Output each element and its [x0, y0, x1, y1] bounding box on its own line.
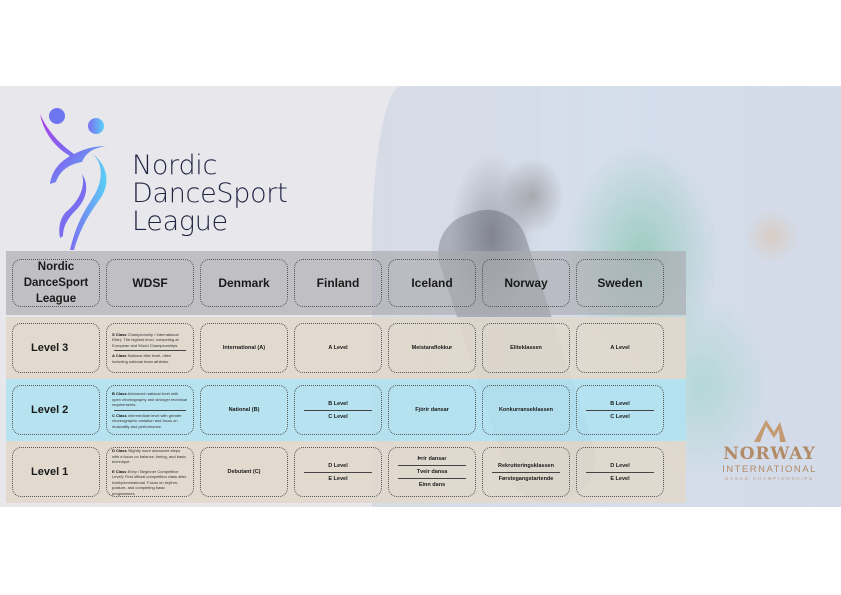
sweden-value: A Level [576, 323, 664, 373]
nordic-dancesport-league-logo: Nordic DanceSport League [30, 104, 330, 254]
divider [114, 409, 186, 411]
norway-value: Konkurranseklassen [482, 385, 570, 435]
level-label: Level 3 [12, 323, 100, 373]
finland-value: B Level C Level [294, 385, 382, 435]
iceland-value: Fjórir dansar [388, 385, 476, 435]
wdsf-description: D Class Slightly more advanced steps wit… [106, 447, 194, 497]
divider [304, 409, 372, 411]
wdsf-description: S Class Championship / International Eli… [106, 323, 194, 373]
wdsf-description: B Class Advanced national level with ope… [106, 385, 194, 435]
logo-line-1: Nordic [132, 150, 218, 181]
divider [492, 471, 560, 473]
sponsor-line-2: INTERNATIONAL [722, 464, 817, 475]
mountain-icon [753, 420, 786, 442]
logo-line-3: League [132, 206, 228, 237]
denmark-value: National (B) [200, 385, 288, 435]
level-label: Level 1 [12, 447, 100, 497]
iceland-value: Meistaraflokkur [388, 323, 476, 373]
header-wdsf: WDSF [106, 259, 194, 307]
divider [114, 350, 186, 352]
divider [398, 478, 466, 479]
table-row-level-2: Level 2 B Class Advanced national level … [6, 379, 686, 441]
dancers-logo-icon [40, 108, 107, 250]
table-row-level-1: Level 1 D Class Slightly more advanced s… [6, 441, 686, 503]
iceland-value: Þrír dansar Tveir dansa Einn dans [388, 447, 476, 497]
divider [586, 409, 654, 411]
header-sweden: Sweden [576, 259, 664, 307]
sponsor-line-1: NORWAY [723, 444, 816, 464]
sponsor-line-3: DANCE CHAMPIONSHIPS [725, 476, 814, 481]
logo-line-2: DanceSport [132, 178, 288, 209]
header-finland: Finland [294, 259, 382, 307]
sweden-value: D Level E Level [576, 447, 664, 497]
finland-value: D Level E Level [294, 447, 382, 497]
norway-value: Rekrutteringsklassen Førstegangstartende [482, 447, 570, 497]
header-norway: Norway [482, 259, 570, 307]
denmark-value: Debutant (C) [200, 447, 288, 497]
level-label: Level 2 [12, 385, 100, 435]
denmark-value: International (A) [200, 323, 288, 373]
divider [304, 471, 372, 473]
table-header-row: Nordic DanceSport League WDSF Denmark Fi… [6, 251, 686, 315]
header-denmark: Denmark [200, 259, 288, 307]
finland-value: A Level [294, 323, 382, 373]
header-nordic-dancesport-league: Nordic DanceSport League [12, 259, 100, 307]
level-comparison-table: Nordic DanceSport League WDSF Denmark Fi… [6, 251, 686, 503]
header-iceland: Iceland [388, 259, 476, 307]
divider [398, 465, 466, 466]
divider [586, 471, 654, 473]
sweden-value: B Level C Level [576, 385, 664, 435]
norway-international-logo: NORWAY INTERNATIONAL DANCE CHAMPIONSHIPS [712, 418, 827, 498]
table-row-level-3: Level 3 S Class Championship / Internati… [6, 317, 686, 379]
slide: Nordic DanceSport League Nordic DanceSpo… [0, 86, 841, 507]
norway-value: Eliteklassen [482, 323, 570, 373]
